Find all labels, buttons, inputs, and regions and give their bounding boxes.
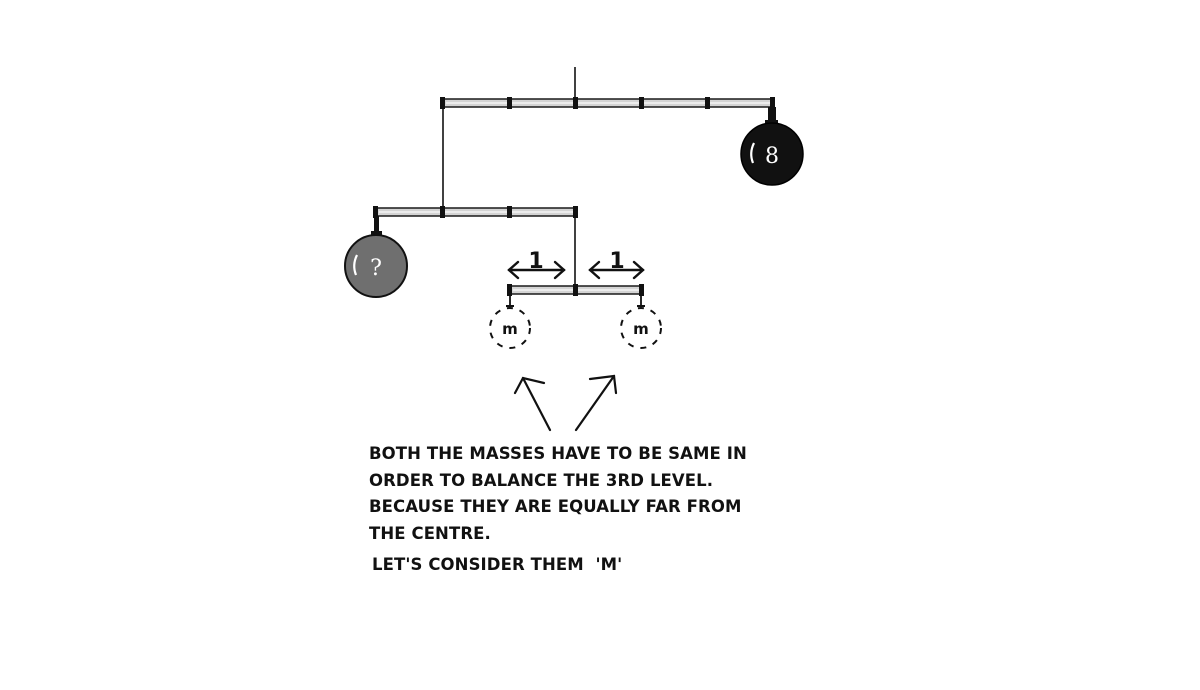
mass-8: 8 [740, 107, 804, 186]
consider-line: LET'S CONSIDER THEM 'M' [372, 555, 623, 574]
distance-arrow-right [588, 260, 645, 280]
explanation-line-2: ORDER TO BALANCE THE 3RD LEVEL. [369, 470, 714, 490]
explanation-line-1: BOTH THE MASSES HAVE TO BE SAME IN [369, 444, 747, 463]
small-mass-right-label: m [633, 320, 649, 338]
small-mass-right: m [620, 294, 662, 349]
explanation-line-3: BECAUSE THEY ARE EQUALLY FAR FROM [369, 497, 742, 516]
small-mass-left: m [489, 294, 531, 349]
pointer-arrow-left [513, 376, 552, 432]
rod-level-2 [373, 206, 578, 218]
mass-unknown-label: ? [370, 256, 382, 281]
distance-arrow-left [507, 260, 566, 280]
pointer-arrow-right [574, 374, 618, 432]
explanation-text: BOTH THE MASSES HAVE TO BE SAME IN ORDER… [369, 441, 789, 579]
distance-label-left: 1 [528, 249, 543, 274]
mass-unknown: ? [344, 216, 408, 298]
small-mass-left-label: m [502, 320, 518, 338]
rod-level-1 [440, 97, 775, 109]
distance-label-right: 1 [609, 249, 624, 274]
mass-8-label: 8 [765, 144, 779, 169]
rod-level-3 [507, 284, 644, 296]
explanation-line-4: THE CENTRE. [369, 523, 491, 543]
